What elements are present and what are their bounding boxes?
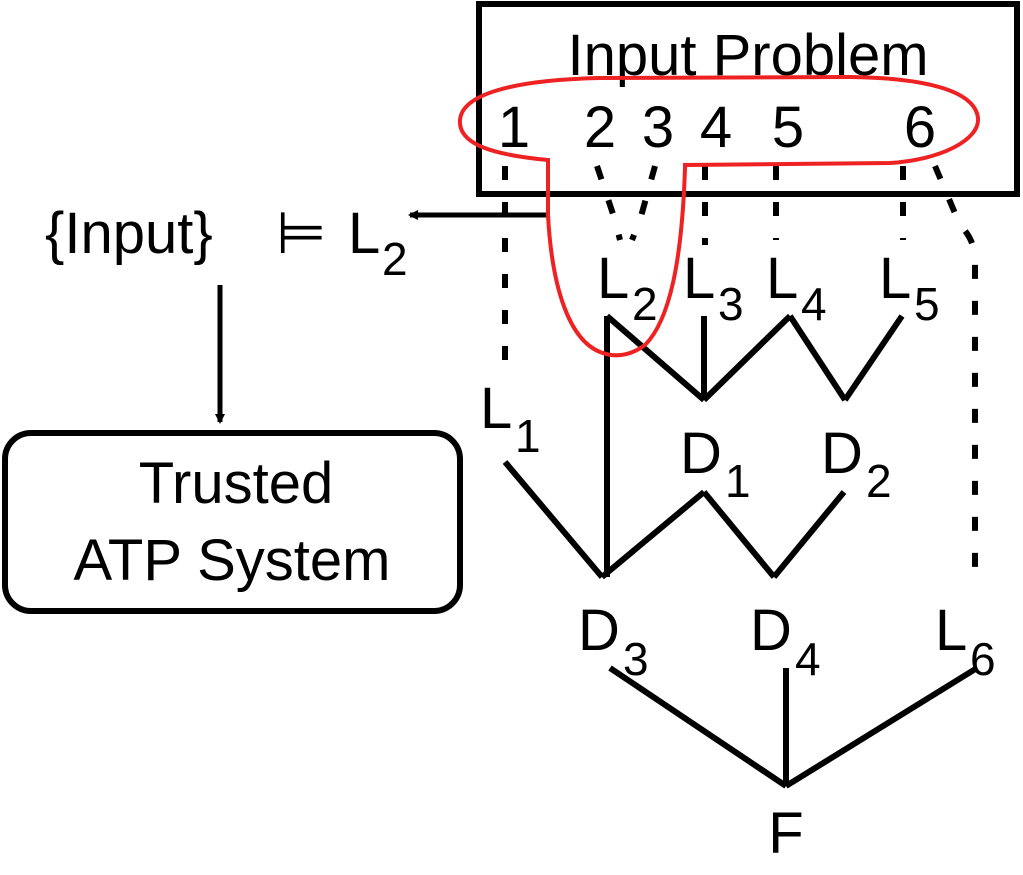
leaf-link-2-L2 <box>594 165 623 241</box>
edge-L1-D3 <box>502 460 605 579</box>
svg-text:L: L <box>879 246 911 311</box>
svg-text:1: 1 <box>725 455 751 507</box>
edge-L5-D2 <box>842 314 905 402</box>
edge-L6-F <box>784 665 979 789</box>
node-L1: L 1 <box>480 376 541 462</box>
node-D1: D 1 <box>680 421 751 507</box>
svg-text:L: L <box>683 246 715 311</box>
formula-1: 1 <box>498 95 530 160</box>
svg-text:D: D <box>750 598 792 663</box>
svg-text:L: L <box>480 376 512 441</box>
edge-L4-D2 <box>787 314 848 402</box>
svg-text:2: 2 <box>866 455 892 507</box>
svg-text:5: 5 <box>914 278 940 330</box>
entailment-rhs: L <box>348 201 380 266</box>
leaf-link-6-L6 <box>932 164 978 580</box>
formula-6: 6 <box>904 95 936 160</box>
edge-L2-D1 <box>605 313 706 403</box>
node-L4: L 4 <box>766 246 827 330</box>
svg-text:L: L <box>766 246 798 311</box>
svg-text:L: L <box>935 598 967 663</box>
svg-text:D: D <box>578 598 620 663</box>
svg-text:2: 2 <box>632 278 658 330</box>
node-D3: D 3 <box>578 598 649 685</box>
node-L5: L 5 <box>879 246 940 330</box>
node-F: F <box>768 801 803 866</box>
svg-text:F: F <box>768 801 803 866</box>
svg-text:L: L <box>597 246 629 311</box>
svg-text:D: D <box>821 421 863 486</box>
edge-D1-D4 <box>701 490 777 579</box>
svg-text:1: 1 <box>515 410 541 462</box>
edge-D2-D4 <box>771 490 847 579</box>
svg-text:6: 6 <box>970 633 996 685</box>
svg-text:4: 4 <box>801 278 827 330</box>
entailment-lhs: {Input} <box>45 201 213 266</box>
edge-L4-D1 <box>701 313 793 403</box>
trusted-atp-line2: ATP System <box>74 528 391 593</box>
svg-text:D: D <box>680 421 722 486</box>
trusted-atp-line1: Trusted <box>139 451 333 516</box>
highlight-selection-loop <box>457 74 980 358</box>
formula-5: 5 <box>772 95 804 160</box>
edge-D3-F <box>608 665 788 789</box>
svg-text:3: 3 <box>718 278 744 330</box>
edge-D1-D3 <box>600 489 706 580</box>
formula-3: 3 <box>642 95 674 160</box>
entails-symbol: ⊨ <box>276 201 327 266</box>
node-L2: L 2 <box>597 246 658 330</box>
node-D2: D 2 <box>821 421 892 507</box>
leaf-link-3-L2 <box>629 165 658 242</box>
formula-4: 4 <box>700 95 732 160</box>
entailment-rhs-subscript: 2 <box>382 233 408 285</box>
svg-text:4: 4 <box>795 633 821 685</box>
node-L6: L 6 <box>935 598 996 685</box>
trusted-atp-box <box>2 430 463 614</box>
formula-2: 2 <box>584 95 616 160</box>
node-L3: L 3 <box>683 246 744 330</box>
node-D4: D 4 <box>750 598 821 685</box>
